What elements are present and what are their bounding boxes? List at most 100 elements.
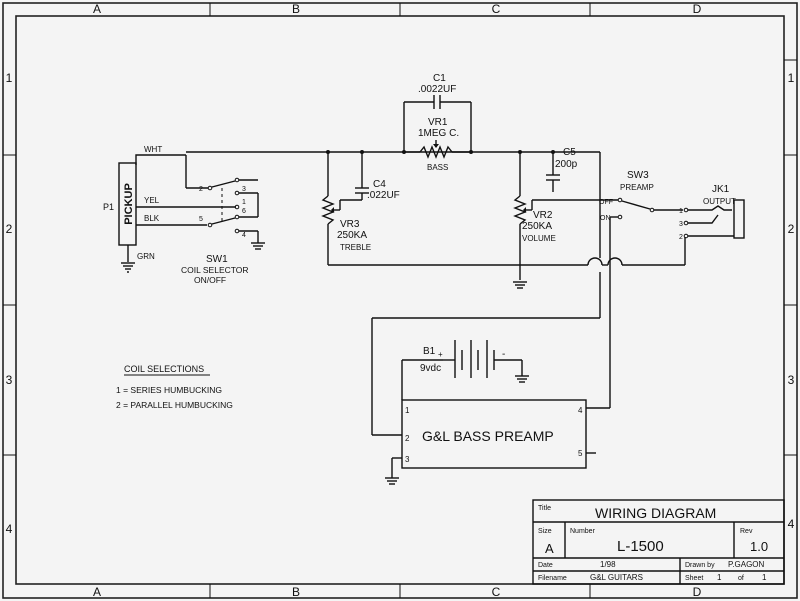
sw3-off-label: OFF (599, 199, 613, 206)
switch-sw1: 2 3 5 6 1 4 SW1 COIL SELECTOR ON/OFF (181, 155, 265, 285)
col-label-bottom-b: B (292, 585, 300, 599)
coil-selections-note: COIL SELECTIONS 1 = SERIES HUMBUCKING 2 … (116, 364, 233, 410)
jk1-pin: 2 (679, 234, 683, 241)
row-label-right-3: 3 (788, 373, 795, 387)
preamp-module: G&L BASS PREAMP 1 2 3 4 5 (385, 399, 596, 485)
jk1-pin: 1 (679, 208, 683, 215)
col-label-bottom-c: C (492, 585, 501, 599)
col-label-top-a: A (93, 2, 101, 16)
sheet-total: 1 (762, 573, 767, 582)
sw1-ref: SW1 (206, 254, 228, 265)
drawing-size: A (545, 541, 554, 556)
col-label-top-b: B (292, 2, 300, 16)
drawn-by: P.GAGON (728, 560, 765, 569)
sw1-pin: 4 (242, 232, 246, 239)
vr2-resistor (513, 195, 527, 225)
sw3-contact (617, 214, 623, 220)
sw1-lever (211, 217, 236, 225)
sw1-lever (211, 180, 236, 188)
row-label-right-2: 2 (788, 222, 795, 236)
pickup-ref: P1 (103, 202, 114, 212)
ground-icon (513, 281, 527, 289)
jk1-ref: JK1 (712, 184, 730, 195)
wire-label-grn: GRN (137, 252, 155, 261)
wiper-arrow (433, 144, 439, 148)
b1-minus: - (502, 349, 505, 360)
bass-network: C1 .0022UF VR1 1MEG C. BASS (403, 73, 472, 172)
col-label-bottom-a: A (93, 585, 101, 599)
number-label: Number (570, 528, 596, 535)
ground-icon (251, 242, 265, 250)
row-label-left-2: 2 (6, 222, 13, 236)
filename-label: Filename (538, 575, 567, 582)
filename: G&L GUITARS (590, 573, 643, 582)
rev-label: Rev (740, 528, 753, 535)
vr2-function: VOLUME (522, 234, 556, 243)
preamp-pin-5: 5 (578, 449, 583, 458)
drawing-rev: 1.0 (750, 539, 768, 554)
sw3-ref: SW3 (627, 170, 649, 181)
row-label-left-1: 1 (6, 71, 13, 85)
of-label: of (738, 575, 744, 582)
coil-selection-item: 2 = PARALLEL HUMBUCKING (116, 400, 233, 410)
vr1-ref: VR1 (428, 117, 448, 128)
vr3-value: 250KA (337, 230, 367, 241)
pickup-p1: PICKUP P1 WHT YEL BLK GRN (103, 145, 236, 273)
preamp-label: G&L BASS PREAMP (422, 428, 554, 444)
date-label: Date (538, 562, 553, 569)
sheet-label: Sheet (685, 575, 703, 582)
preamp-pin-4: 4 (578, 406, 583, 415)
sw3-function: PREAMP (620, 183, 654, 192)
drawing-date: 1/98 (600, 560, 616, 569)
wire-crossover (607, 257, 623, 266)
jk1-function: OUTPUT (703, 197, 736, 206)
vr2-ref: VR2 (533, 210, 553, 221)
b1-value: 9vdc (420, 363, 441, 374)
sw1-pin: 2 (199, 186, 203, 193)
row-label-left-3: 3 (6, 373, 13, 387)
drawing-number: L-1500 (617, 538, 664, 555)
ground-bus (328, 237, 686, 266)
wiper-arrow (331, 207, 334, 213)
preamp-pin-2: 2 (405, 434, 410, 443)
wire-label-wht: WHT (144, 145, 162, 154)
battery-b1: B1 + 9vdc - (401, 340, 529, 400)
wire-label-blk: BLK (144, 214, 160, 223)
vr1-value: 1MEG C. (418, 128, 459, 139)
sw3-lever (621, 200, 651, 210)
drawing-title: WIRING DIAGRAM (595, 505, 716, 521)
b1-ref: B1 (423, 346, 436, 357)
preamp-pin-3: 3 (405, 455, 410, 464)
sw3-contact (649, 207, 655, 213)
coil-selections-heading: COIL SELECTIONS (124, 364, 204, 374)
vr1-function: BASS (427, 163, 448, 172)
treble-network: VR3 250KA TREBLE C4 .022UF (321, 152, 400, 265)
sw1-contact (234, 214, 240, 220)
row-label-right-4: 4 (788, 517, 795, 531)
size-label: Size (538, 528, 552, 535)
ground-icon (121, 262, 135, 273)
vr2-value: 250KA (522, 221, 552, 232)
c5-value: 200p (555, 159, 578, 170)
c4-ref: C4 (373, 179, 386, 190)
wiper-arrow (523, 207, 526, 213)
sw3-contact (617, 197, 623, 203)
c1-ref: C1 (433, 73, 446, 84)
sw1-label-line2: ON/OFF (194, 275, 226, 285)
sheet-number: 1 (717, 573, 722, 582)
vr3-function: TREBLE (340, 243, 371, 252)
jack-body (733, 199, 745, 239)
col-label-bottom-d: D (693, 585, 702, 599)
vr3-ref: VR3 (340, 219, 360, 230)
col-label-top-d: D (693, 2, 702, 16)
b1-plus: + (438, 350, 443, 359)
jk1-pin: 3 (679, 221, 683, 228)
sw3-on-label: ON (600, 215, 611, 222)
sw1-pin: 3 (242, 186, 246, 193)
wire-crossover (587, 257, 603, 266)
sw1-contact (234, 190, 240, 196)
preamp-box (401, 399, 587, 469)
sw1-contact (207, 185, 213, 191)
